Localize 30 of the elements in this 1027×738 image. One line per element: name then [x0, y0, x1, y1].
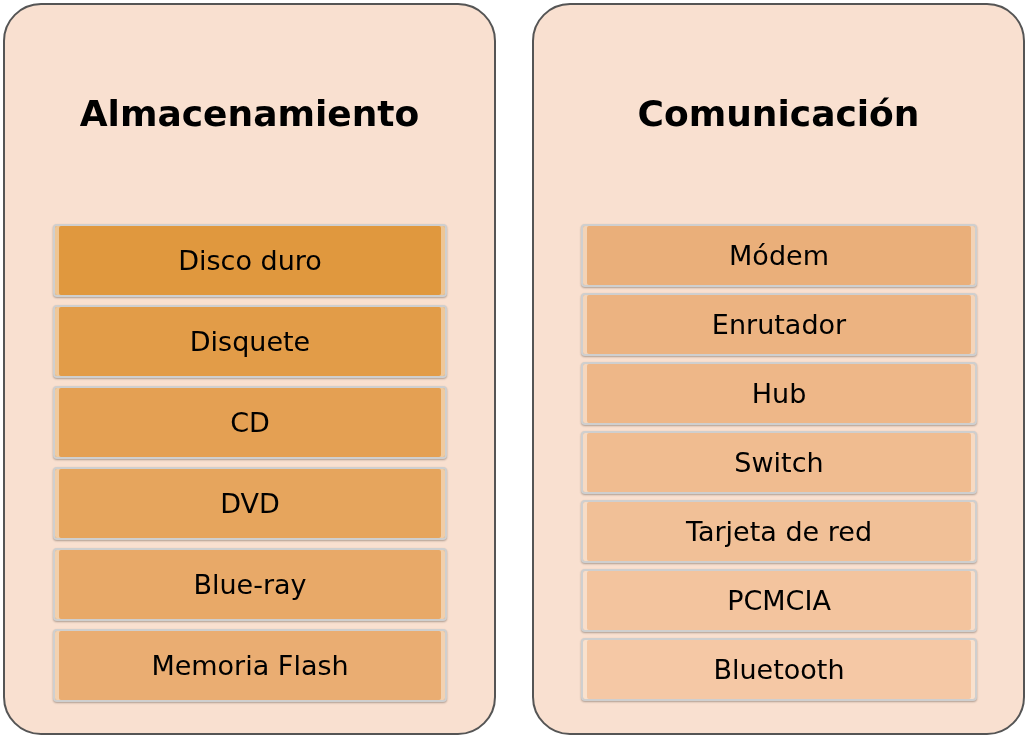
item-bar [53, 305, 447, 378]
item-bar [581, 362, 977, 425]
item-label: Bluetooth [713, 654, 845, 685]
item-label: Tarjeta de red [685, 516, 873, 547]
item-bar [581, 293, 977, 356]
panel-title: Almacenamiento [78, 93, 421, 134]
item-label: Switch [734, 447, 824, 478]
item-label: Enrutador [711, 309, 847, 340]
item-bar [53, 629, 447, 702]
item-label: DVD [220, 488, 280, 519]
item-bar [53, 467, 447, 540]
item-bar [581, 569, 977, 632]
item-bar [581, 638, 977, 701]
panel-title: Comunicación [636, 93, 921, 134]
item-bar [53, 548, 447, 621]
item-label: Disco duro [178, 245, 322, 276]
category-panel [532, 3, 1025, 735]
item-label: Memoria Flash [151, 650, 349, 681]
category-panel [3, 3, 496, 735]
item-label: Hub [751, 378, 807, 409]
item-bar [581, 431, 977, 494]
item-bar [581, 224, 977, 287]
item-bar [581, 500, 977, 563]
item-label: Blue-ray [193, 569, 307, 600]
item-label: CD [230, 407, 270, 438]
item-label: PCMCIA [727, 585, 831, 616]
item-label: Módem [729, 240, 829, 271]
item-bar [53, 224, 447, 297]
item-label: Disquete [189, 326, 311, 357]
item-bar [53, 386, 447, 459]
